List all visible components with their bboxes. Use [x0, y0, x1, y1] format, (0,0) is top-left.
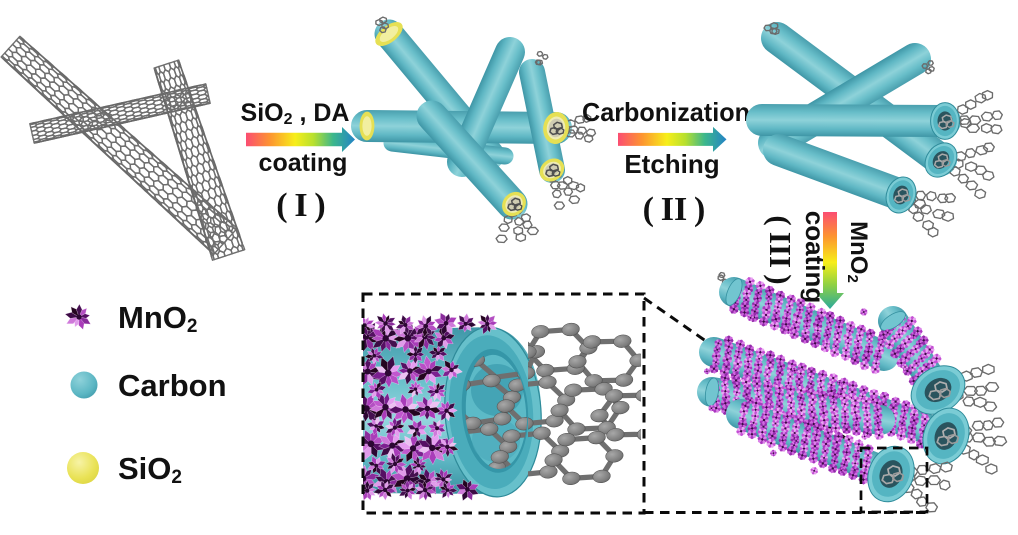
svg-text:coating: coating	[259, 149, 348, 177]
svg-text:( II ): ( II )	[643, 191, 706, 228]
svg-text:Carbonization: Carbonization	[582, 97, 750, 127]
svg-text:SiO2: SiO2	[118, 451, 182, 488]
svg-text:( I ): ( I )	[276, 187, 326, 224]
svg-text:MnO2: MnO2	[844, 221, 872, 283]
svg-text:Carbon: Carbon	[118, 368, 227, 403]
svg-text:MnO2: MnO2	[118, 300, 197, 337]
svg-text:SiO2 , DA: SiO2 , DA	[241, 99, 350, 128]
svg-text:Etching: Etching	[624, 149, 719, 179]
svg-text:( III ): ( III )	[763, 215, 798, 284]
svg-text:coating: coating	[800, 211, 830, 303]
